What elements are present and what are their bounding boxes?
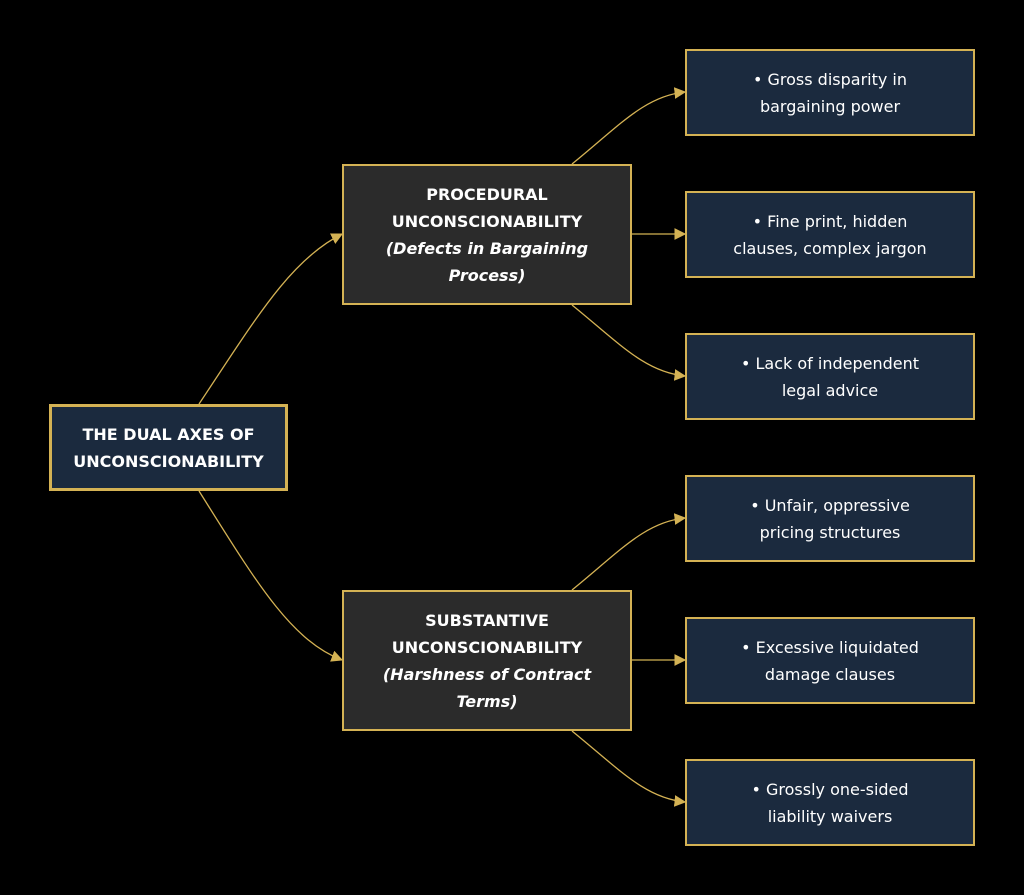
edge-root-to-substantive <box>198 490 344 662</box>
substantive-title: SUBSTANTIVE UNCONSCIONABILITY <box>391 610 583 657</box>
substantive-item-1-text: • Unfair, oppressive pricing structures <box>750 495 910 542</box>
procedural-subtitle: (Defects in Bargaining Process) <box>385 238 589 285</box>
root-label: THE DUAL AXES OF UNCONSCIONABILITY <box>73 424 264 471</box>
substantive-node: SUBSTANTIVE UNCONSCIONABILITY (Harshness… <box>342 590 632 731</box>
procedural-item-1: • Gross disparity in bargaining power <box>685 49 975 136</box>
substantive-item-3-text: • Grossly one-sided liability waivers <box>751 779 909 826</box>
substantive-subtitle: (Harshness of Contract Terms) <box>382 664 592 711</box>
edge-substantive-to-item-1 <box>571 513 687 591</box>
procedural-item-3: • Lack of independent legal advice <box>685 333 975 420</box>
procedural-title: PROCEDURAL UNCONSCIONABILITY <box>391 184 583 231</box>
edge-root-to-procedural <box>198 233 344 405</box>
procedural-item-1-text: • Gross disparity in bargaining power <box>752 69 908 116</box>
edge-procedural-to-item-3 <box>571 304 687 381</box>
substantive-item-1: • Unfair, oppressive pricing structures <box>685 475 975 562</box>
substantive-item-3: • Grossly one-sided liability waivers <box>685 759 975 846</box>
root-node: THE DUAL AXES OF UNCONSCIONABILITY <box>49 404 288 491</box>
edge-procedural-to-item-1 <box>571 87 687 165</box>
substantive-item-2-text: • Excessive liquidated damage clauses <box>741 637 919 684</box>
procedural-node: PROCEDURAL UNCONSCIONABILITY (Defects in… <box>342 164 632 305</box>
procedural-item-2-text: • Fine print, hidden clauses, complex ja… <box>733 211 927 258</box>
procedural-item-2: • Fine print, hidden clauses, complex ja… <box>685 191 975 278</box>
edge-substantive-to-item-3 <box>571 730 687 807</box>
substantive-item-2: • Excessive liquidated damage clauses <box>685 617 975 704</box>
procedural-item-3-text: • Lack of independent legal advice <box>740 353 920 400</box>
